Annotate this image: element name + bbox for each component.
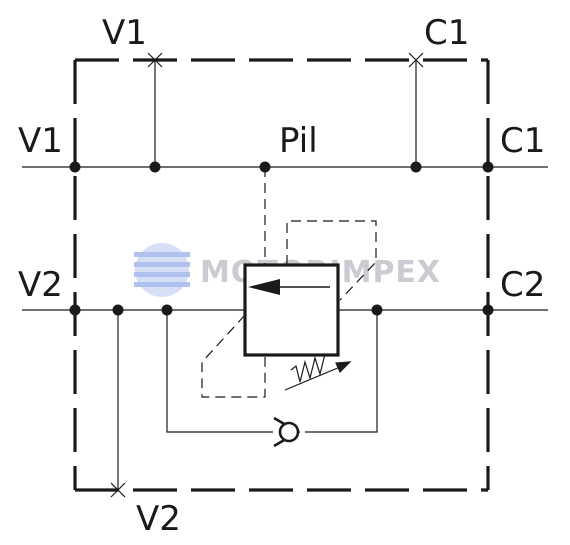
label-c2-right: C2 xyxy=(500,265,545,305)
label-v1-top: V1 xyxy=(102,13,147,53)
adjustable-spring-icon xyxy=(284,353,352,391)
junction-c2-right xyxy=(482,304,494,316)
check-line-left xyxy=(166,310,273,433)
valve-body-outline xyxy=(73,58,490,492)
junction-v1-left xyxy=(69,161,81,173)
cross-c1-top-icon xyxy=(408,52,424,68)
globe-logo xyxy=(134,243,190,297)
label-v1-left: V1 xyxy=(18,121,63,161)
cross-v1-top-icon xyxy=(147,52,163,68)
junction-check-left xyxy=(161,304,173,316)
junction-check-right xyxy=(371,304,383,316)
check-valve xyxy=(273,416,301,448)
junction-v1-branch xyxy=(149,161,161,173)
check-line-right xyxy=(305,310,378,433)
junction-dots xyxy=(69,161,494,316)
valve-box xyxy=(243,263,340,357)
label-v2-bottom: V2 xyxy=(136,499,181,539)
label-c1-right: C1 xyxy=(500,121,545,161)
check-valve-ball-icon xyxy=(278,421,300,443)
junction-pil xyxy=(259,161,271,173)
port-labels: V1 C1 V1 Pil C1 V2 C2 V2 xyxy=(18,13,545,539)
junction-v2-left xyxy=(69,304,81,316)
flow-arrow-icon xyxy=(248,279,280,295)
port-crosses xyxy=(110,52,424,498)
label-c1-top: C1 xyxy=(424,13,469,53)
counterbalance-valve xyxy=(243,263,340,357)
pilot-line-bottom-left xyxy=(201,314,266,398)
label-pil: Pil xyxy=(279,121,318,161)
cross-v2-bottom-icon xyxy=(110,482,126,498)
junction-c1-branch xyxy=(410,161,422,173)
junction-c1-right xyxy=(482,161,494,173)
port-lines xyxy=(22,60,548,490)
label-v2-left: V2 xyxy=(18,265,63,305)
pilot-lines xyxy=(201,167,377,398)
junction-v2-branch xyxy=(112,304,124,316)
pilot-line-top-right xyxy=(286,220,377,301)
